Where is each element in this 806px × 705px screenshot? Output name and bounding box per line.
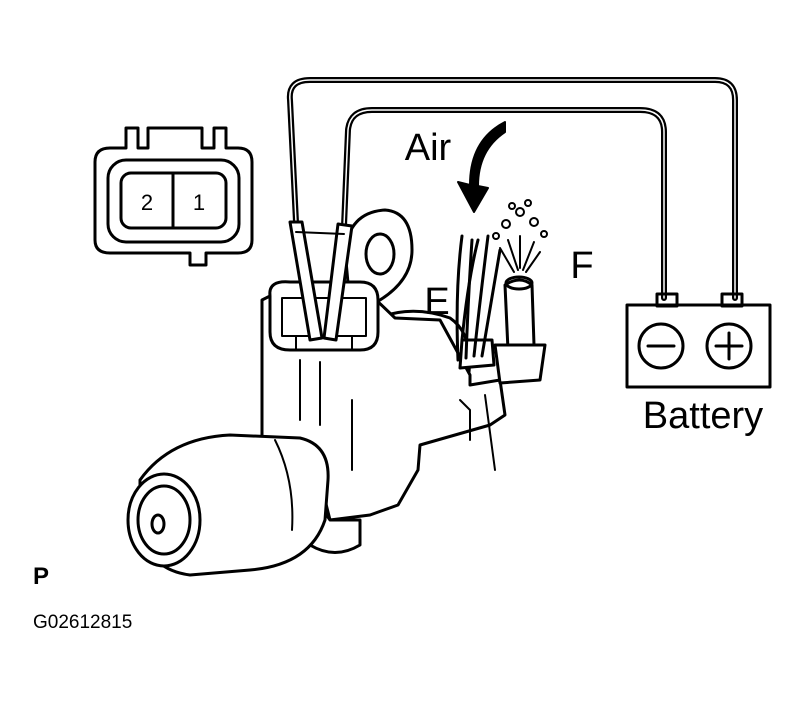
view-label: P: [33, 563, 49, 590]
air-label: Air: [405, 127, 452, 169]
connector-probes: [288, 220, 354, 342]
battery-label: Battery: [643, 395, 763, 437]
test-leads: [286, 77, 738, 301]
battery: Battery: [625, 292, 772, 437]
connector-pin-1: 1: [193, 190, 205, 215]
battery-positive-terminal: [705, 322, 753, 370]
port-e-label: E: [424, 281, 449, 323]
connector-face: 2 1: [93, 126, 254, 267]
vsv-valve: [126, 208, 507, 577]
connector-pin-2: 2: [141, 190, 153, 215]
battery-negative-terminal: [637, 322, 685, 370]
port-f: F: [492, 199, 594, 385]
air-flow-arrow: Air: [405, 121, 506, 213]
figure-id-label: G02612815: [33, 612, 132, 633]
port-e: E: [424, 234, 502, 370]
port-f-label: F: [570, 245, 593, 287]
